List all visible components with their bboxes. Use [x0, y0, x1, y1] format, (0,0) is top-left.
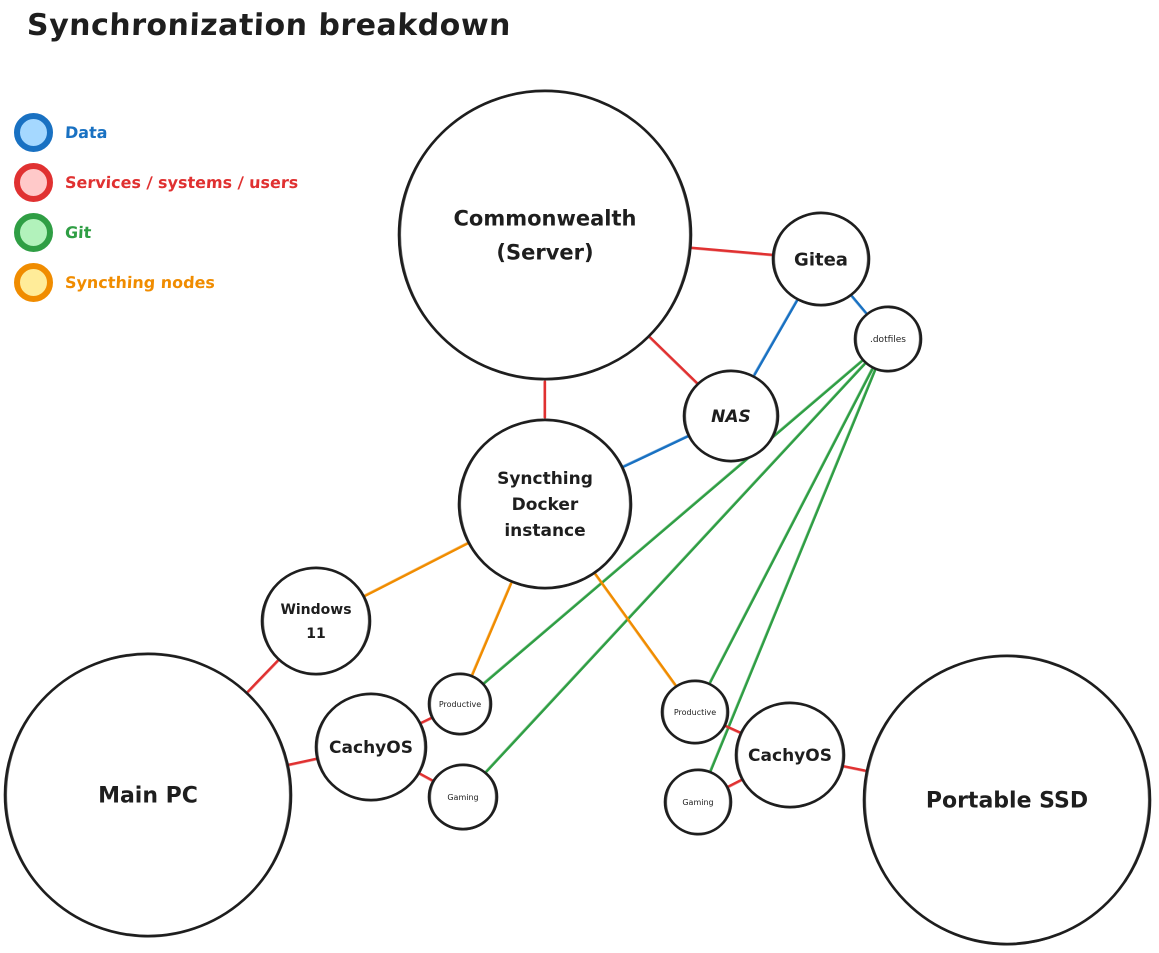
node-dotfiles[interactable]: .dotfiles — [853, 305, 923, 374]
node-label: Productive — [674, 708, 716, 717]
edge-cachyos-right-portable-ssd[interactable] — [842, 764, 867, 773]
edge-commonwealth-server-syncthing-docker-instance[interactable] — [543, 380, 547, 419]
node-label: Commonwealth — [454, 206, 637, 230]
edge-gitea-dotfiles[interactable] — [850, 295, 868, 315]
node-label: Main PC — [98, 784, 198, 809]
node-main-pc[interactable]: Main PC — [0, 647, 295, 943]
node-label: CachyOS — [748, 746, 832, 766]
node-cachyos-left[interactable]: CachyOS — [314, 691, 428, 804]
edge-syncthing-docker-instance-productive-left[interactable] — [470, 582, 513, 676]
edge-gaming-right-cachyos-right[interactable] — [727, 778, 743, 789]
edge-dotfiles-productive-left[interactable] — [483, 359, 864, 685]
node-productive-right[interactable]: Productive — [660, 679, 730, 746]
edge-cachyos-left-gaming-left[interactable] — [418, 772, 434, 783]
node-label: NAS — [711, 407, 751, 427]
node-commonwealth-server[interactable]: Commonwealth (Server) — [394, 84, 695, 386]
node-portable-ssd[interactable]: Portable SSD — [859, 649, 1154, 951]
node-label: Productive — [439, 700, 481, 709]
legend-swatch-git-icon — [14, 212, 53, 252]
edge-nas-syncthing-docker-instance[interactable] — [622, 434, 690, 469]
edge-main-pc-cachyos-left[interactable] — [287, 757, 318, 767]
legend-swatch-syncthing-nodes-icon — [14, 262, 53, 302]
node-label: Syncthing — [497, 469, 593, 489]
node-label: Gaming — [682, 798, 713, 807]
node-label: instance — [504, 521, 585, 541]
edge-cachyos-left-productive-left[interactable] — [419, 716, 433, 725]
edge-main-pc-windows-11[interactable] — [246, 659, 280, 694]
node-label: Windows — [280, 602, 351, 618]
node-nas[interactable]: NAS — [682, 368, 780, 464]
node-label: Gaming — [447, 793, 478, 802]
node-gitea[interactable]: Gitea — [771, 210, 871, 308]
edge-dotfiles-gaming-left[interactable] — [485, 362, 867, 773]
edge-dotfiles-productive-right[interactable] — [708, 368, 874, 684]
legend-swatch-services-icon — [14, 162, 53, 202]
legend-swatch-data-icon — [14, 112, 53, 152]
edge-gitea-nas[interactable] — [753, 299, 799, 376]
node-label: Portable SSD — [926, 789, 1088, 814]
node-label: .dotfiles — [870, 335, 906, 345]
legend-item-syncthing-nodes[interactable]: Syncthing nodes — [14, 262, 298, 302]
edge-commonwealth-server-gitea[interactable] — [689, 246, 774, 257]
edge-dotfiles-gaming-right[interactable] — [709, 369, 877, 772]
legend-item-data[interactable]: Data — [14, 112, 298, 152]
edge-commonwealth-server-nas[interactable] — [648, 336, 699, 385]
edge-productive-right-cachyos-right[interactable] — [724, 724, 742, 735]
node-gaming-left[interactable]: Gaming — [427, 763, 499, 832]
node-cachyos-right[interactable]: CachyOS — [734, 700, 846, 810]
legend: Data Services / systems / users Git Sync… — [14, 112, 299, 302]
node-label: CachyOS — [329, 738, 413, 758]
edge-syncthing-docker-instance-productive-right[interactable] — [594, 573, 677, 687]
node-productive-left[interactable]: Productive — [427, 672, 493, 737]
node-label: 11 — [306, 626, 325, 642]
node-label: Gitea — [794, 249, 848, 270]
node-label: (Server) — [496, 240, 593, 264]
legend-item-services[interactable]: Services / systems / users — [14, 162, 299, 202]
node-gaming-right[interactable]: Gaming — [663, 768, 733, 837]
node-windows-11[interactable]: Windows 11 — [260, 565, 372, 677]
legend-item-git[interactable]: Git — [14, 212, 298, 252]
node-label: Docker — [512, 495, 579, 515]
edge-syncthing-docker-instance-windows-11[interactable] — [363, 541, 470, 598]
